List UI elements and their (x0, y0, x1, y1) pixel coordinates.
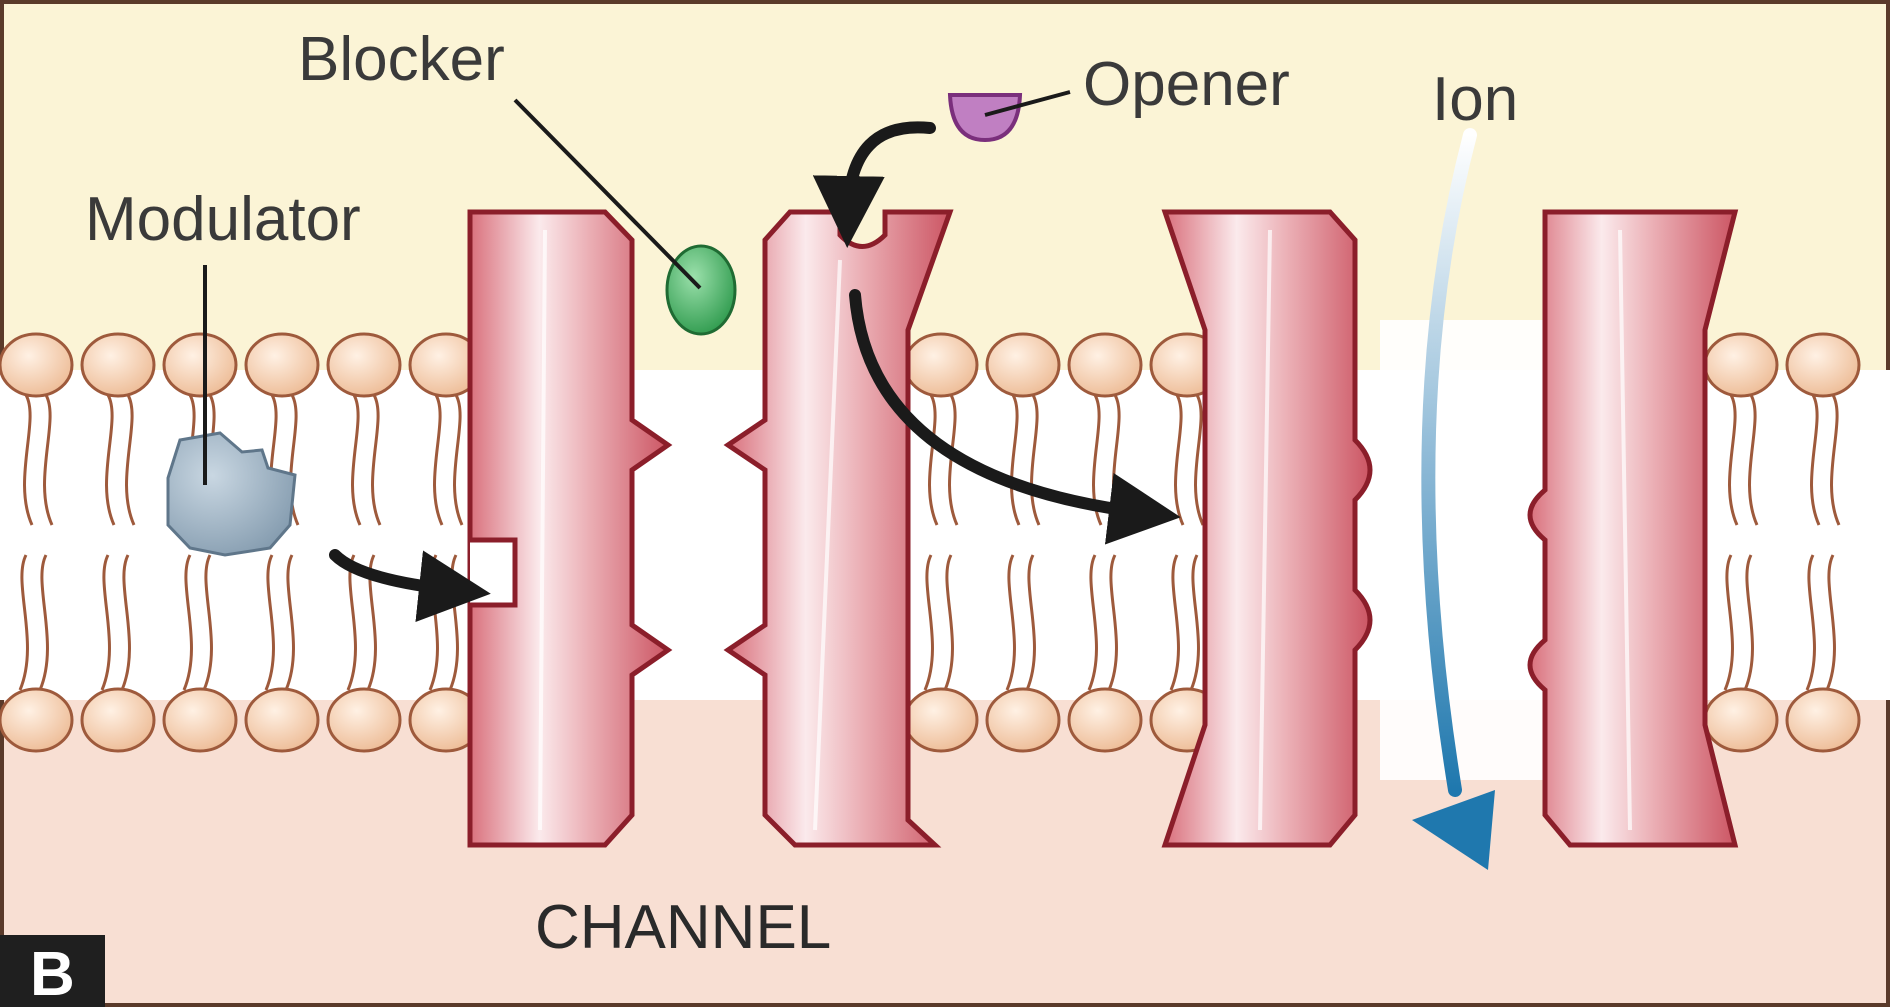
lipid-head (1787, 334, 1859, 396)
lipid-head (905, 689, 977, 751)
lipid-head (1787, 689, 1859, 751)
lipid-head (1705, 334, 1777, 396)
lipid-head (246, 334, 318, 396)
opener-label: Opener (1083, 50, 1290, 119)
channel-subunit-1-notch (470, 540, 515, 605)
lipid-head (328, 334, 400, 396)
lipid-head (0, 689, 72, 751)
lipid-head (0, 334, 72, 396)
blocker-label: Blocker (298, 25, 505, 94)
lipid-head (987, 689, 1059, 751)
lipid-head (905, 334, 977, 396)
lipid-head (82, 334, 154, 396)
ion-pore (1380, 320, 1550, 780)
ion-label: Ion (1432, 65, 1518, 134)
lipid-head (82, 689, 154, 751)
lipid-head (1705, 689, 1777, 751)
lipid-head (1069, 334, 1141, 396)
lipid-head (164, 334, 236, 396)
channel-label: CHANNEL (535, 893, 831, 962)
modulator-label: Modulator (85, 185, 361, 254)
lipid-head (1069, 689, 1141, 751)
blocker-molecule (667, 246, 735, 334)
lipid-head (164, 689, 236, 751)
panel-label: B (30, 940, 75, 1007)
lipid-head (987, 334, 1059, 396)
lipid-head (246, 689, 318, 751)
channel-subunit-4 (1530, 212, 1735, 845)
lipid-head (328, 689, 400, 751)
